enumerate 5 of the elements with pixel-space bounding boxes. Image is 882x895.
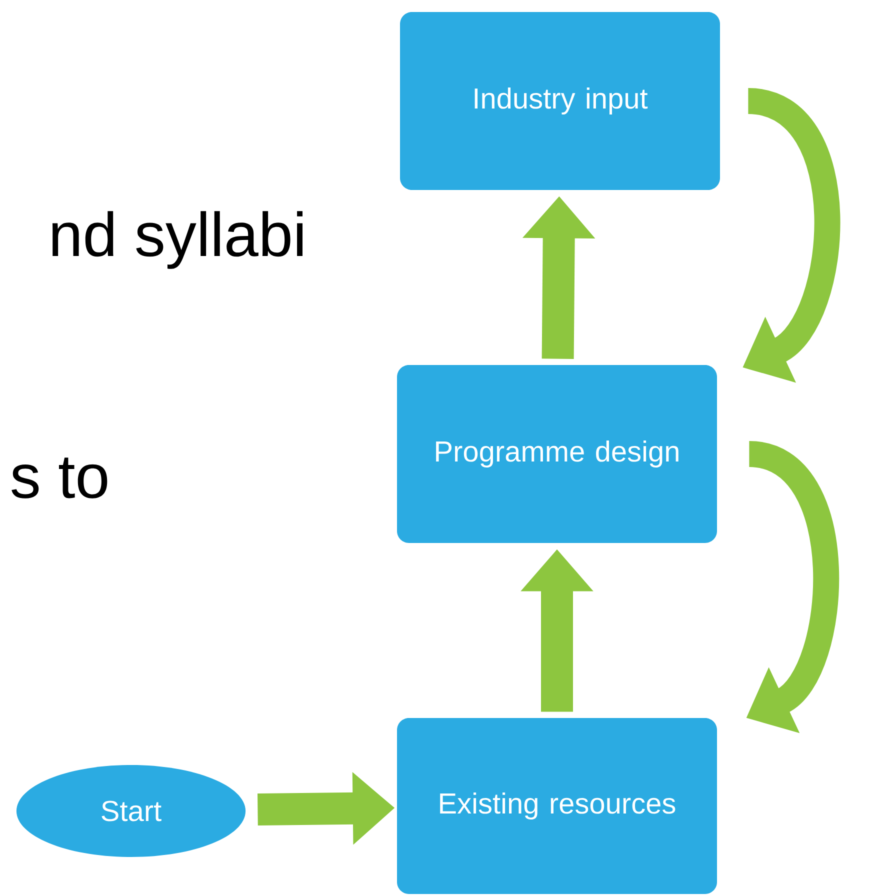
slide-text: s to <box>12 458 108 498</box>
slide-text: nd syllabi <box>52 211 302 269</box>
process-box: Industry input <box>400 12 720 190</box>
process-box: Existing resources <box>397 718 717 894</box>
process-box: Programme design <box>397 365 717 543</box>
